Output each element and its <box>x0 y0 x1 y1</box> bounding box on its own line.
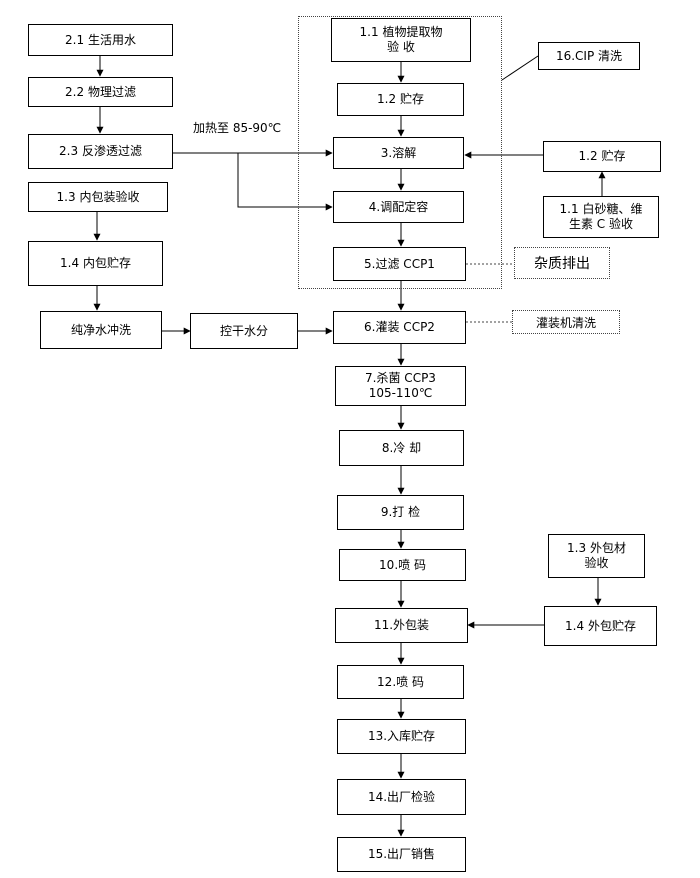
cip-clean-label: 16.CIP 清洗 <box>538 42 640 70</box>
step-4-blend: 4.调配定容 <box>333 191 464 223</box>
step-15-sales: 15.出厂销售 <box>337 837 466 872</box>
filler-clean-label: 灌装机清洗 <box>512 310 620 334</box>
step-3-dissolve: 3.溶解 <box>333 137 464 169</box>
cip-dotted-frame <box>298 16 502 289</box>
step-drain: 控干水分 <box>190 313 298 349</box>
step-1-4-inner-pack-store: 1.4 内包贮存 <box>28 241 163 286</box>
step-11-outer-pack: 11.外包装 <box>335 608 468 643</box>
step-r1-4-outer-pack-store: 1.4 外包贮存 <box>544 606 657 646</box>
step-1-2-store: 1.2 贮存 <box>337 83 464 116</box>
step-9-inspect: 9.打 检 <box>337 495 464 530</box>
step-2-1-water: 2.1 生活用水 <box>28 24 173 56</box>
step-1-3-inner-pack-accept: 1.3 内包装验收 <box>28 182 168 212</box>
step-7-sterilize-ccp3: 7.杀菌 CCP3 105-110℃ <box>335 366 466 406</box>
step-8-cool: 8.冷 却 <box>339 430 464 466</box>
step-5-filter-ccp1: 5.过滤 CCP1 <box>333 247 466 281</box>
impurity-discharge-label: 杂质排出 <box>514 247 610 279</box>
step-r1-1-sugar-vitc-accept: 1.1 白砂糖、维 生素 C 验收 <box>543 196 659 238</box>
step-2-3-ro-filter: 2.3 反渗透过滤 <box>28 134 173 169</box>
step-14-release-inspect: 14.出厂检验 <box>337 779 466 815</box>
step-2-2-filter: 2.2 物理过滤 <box>28 77 173 107</box>
step-13-warehouse: 13.入库贮存 <box>337 719 466 754</box>
step-6-fill-ccp2: 6.灌装 CCP2 <box>333 311 466 344</box>
step-r1-2-store: 1.2 贮存 <box>543 141 661 172</box>
arrow-2-3-to-4 <box>237 153 333 211</box>
step-rinse: 纯净水冲洗 <box>40 311 162 349</box>
step-1-1-plant-extract: 1.1 植物提取物 验 收 <box>331 18 471 62</box>
cip-leader-line <box>501 55 539 81</box>
step-r1-3-outer-material-accept: 1.3 外包材 验收 <box>548 534 645 578</box>
step-12-code: 12.喷 码 <box>337 665 464 699</box>
step-10-code: 10.喷 码 <box>339 549 466 581</box>
heat-annotation: 加热至 85-90℃ <box>193 121 282 135</box>
